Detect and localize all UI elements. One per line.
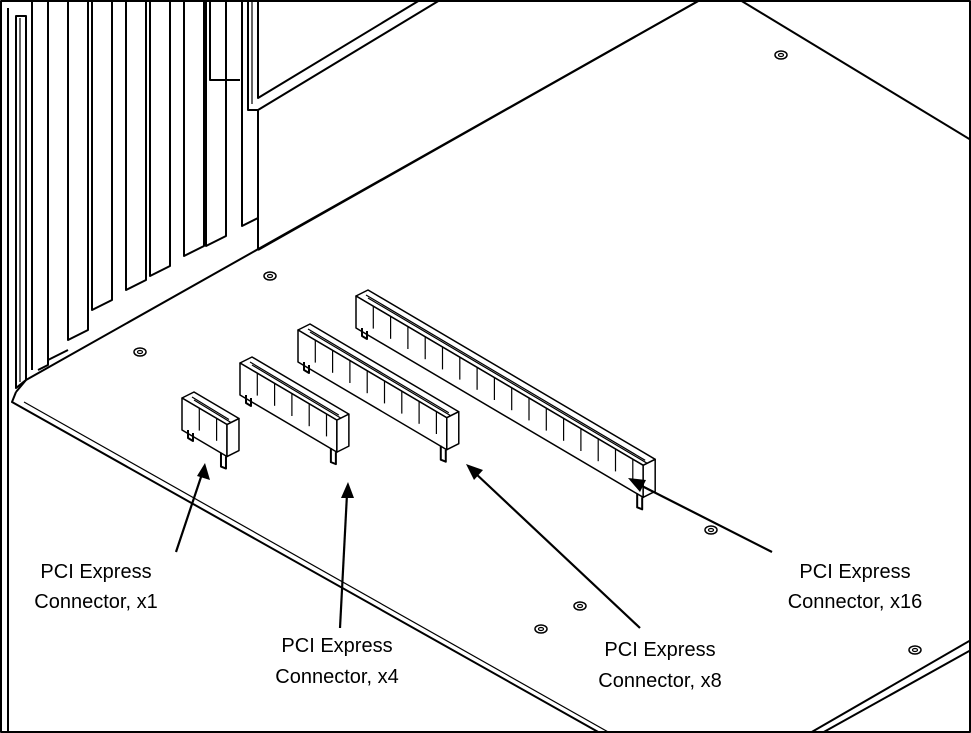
chassis-rear-panel: [7, 0, 701, 733]
label-x8-line1: PCI Express: [604, 639, 715, 661]
label-x16-line2: Connector, x16: [788, 591, 923, 613]
connector-slot: [249, 361, 340, 416]
label-x4-line1: PCI Express: [281, 635, 392, 657]
label-x1: PCI Express Connector, x1: [34, 561, 157, 613]
connector-slot: [251, 364, 342, 419]
mounting-holes: [133, 50, 922, 655]
connector-slot: [193, 399, 232, 424]
connector-end: [226, 417, 240, 458]
connector-end: [446, 410, 460, 451]
connector-foot: [245, 395, 252, 407]
label-x8-line2: Connector, x8: [598, 670, 721, 692]
connector-end: [336, 413, 350, 453]
pcie-connectors: [181, 289, 656, 511]
connector-slot: [367, 297, 648, 464]
screw-hole: [534, 624, 548, 634]
screw-hole: [133, 347, 147, 357]
label-x16: PCI Express Connector, x16: [788, 561, 923, 613]
connector-foot: [636, 493, 644, 511]
motherboard: [11, 0, 971, 733]
screw-hole: [573, 601, 587, 611]
connector-foot: [219, 452, 227, 470]
screw-hole: [908, 645, 922, 655]
screw-hole: [704, 525, 718, 535]
label-x16-line1: PCI Express: [799, 561, 910, 583]
connector-foot: [329, 448, 337, 466]
label-x1-line1: PCI Express: [40, 561, 151, 583]
connector-foot: [439, 445, 447, 463]
callout-arrows: [174, 463, 773, 629]
arrow-x1: [174, 463, 210, 553]
arrow-x16: [628, 478, 773, 553]
connector-foot: [187, 430, 194, 442]
connector-foot: [303, 362, 310, 374]
connector-x8: [297, 323, 460, 463]
connector-x1: [181, 391, 240, 470]
label-x8: PCI Express Connector, x8: [598, 639, 721, 692]
screw-hole: [774, 50, 788, 60]
connector-foot: [361, 328, 368, 340]
connector-slot: [307, 328, 450, 414]
screw-hole: [263, 271, 277, 281]
arrow-x4: [338, 482, 354, 629]
arrow-x8: [466, 464, 641, 629]
connector-x4: [239, 356, 350, 466]
label-x4-line2: Connector, x4: [275, 666, 398, 688]
label-x4: PCI Express Connector, x4: [275, 635, 398, 688]
connector-slot: [365, 294, 646, 461]
drive-bay: [247, 0, 441, 111]
connector-x16: [355, 289, 656, 511]
slot-covers: [31, 0, 259, 371]
label-x1-line2: Connector, x1: [34, 591, 157, 613]
connector-slot: [191, 396, 230, 421]
connector-slot: [309, 331, 452, 417]
